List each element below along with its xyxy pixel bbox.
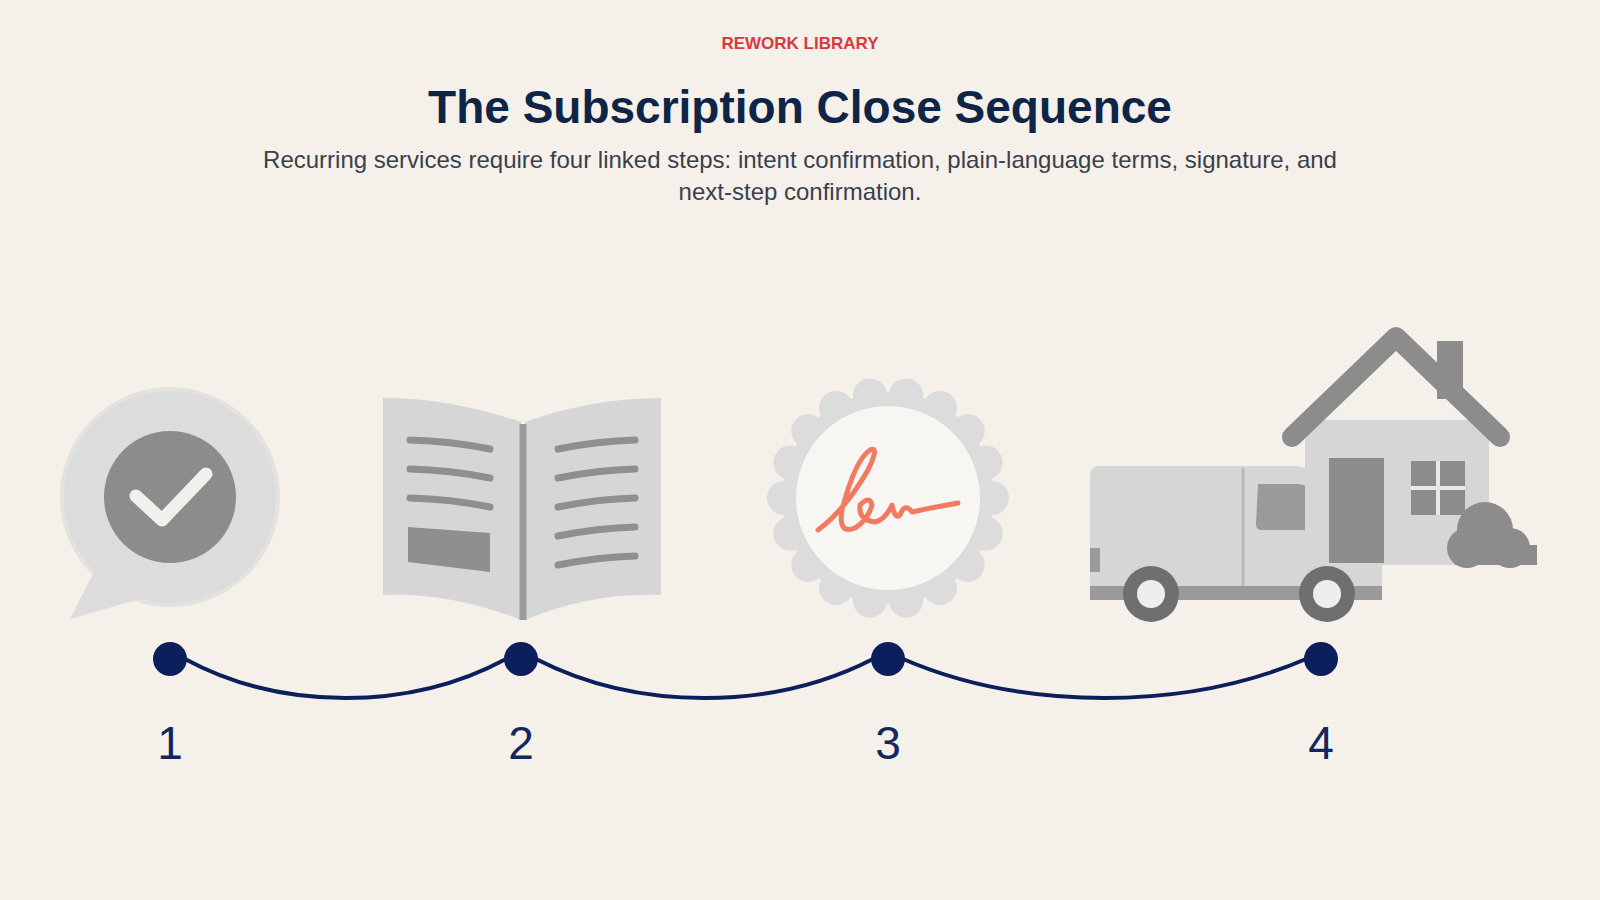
step-connector xyxy=(536,659,873,698)
step-dot: 2 xyxy=(504,642,538,676)
step-connector xyxy=(185,659,506,698)
diagram-caption: Recurring services require four linked s… xyxy=(250,144,1350,208)
home-house xyxy=(1292,337,1537,568)
terms-book xyxy=(383,398,661,620)
step-dot: 1 xyxy=(153,642,187,676)
step-dot: 3 xyxy=(871,642,905,676)
step-number: 2 xyxy=(508,720,534,766)
step-number: 1 xyxy=(157,720,183,766)
step-dot: 4 xyxy=(1304,642,1338,676)
diagram-title: The Subscription Close Sequence xyxy=(0,80,1600,134)
step-number: 3 xyxy=(875,720,901,766)
step-connector xyxy=(903,659,1306,698)
confirm-bubble xyxy=(62,389,278,619)
step-number: 4 xyxy=(1308,720,1334,766)
kicker-label: REWORK LIBRARY xyxy=(0,34,1600,54)
signature-seal xyxy=(767,379,1009,618)
